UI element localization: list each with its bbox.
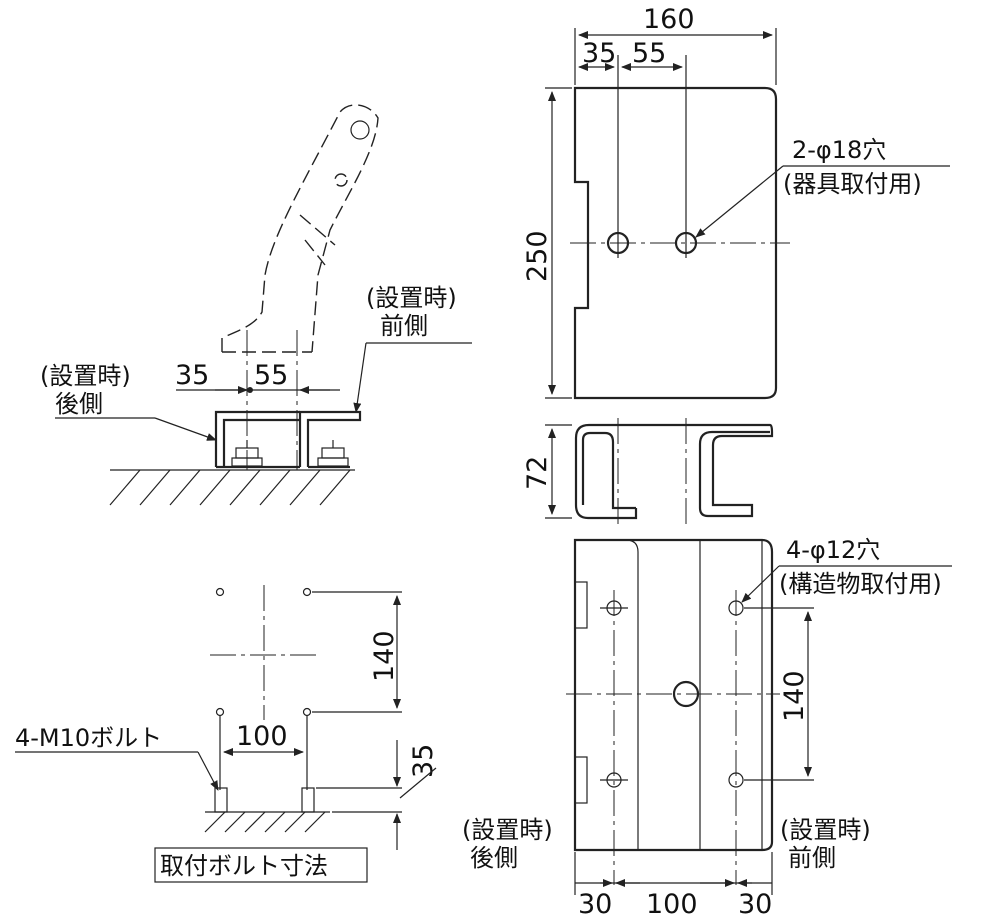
bottom-plate-tab: [574, 756, 588, 804]
top-dim-55: 55: [632, 38, 666, 69]
top-hole-label-2: (器具取付用): [783, 170, 922, 198]
bottom-rear-label-2: 後側: [470, 844, 518, 872]
side-dim-55: 55: [254, 360, 288, 391]
bolt-dim-140: 140: [369, 630, 400, 682]
bottom-hole-label-1: 4-φ12穴: [786, 536, 880, 564]
bottom-dim-100: 100: [646, 889, 698, 920]
profile-view: 72: [522, 418, 774, 525]
bolt-label: 4-M10ボルト: [15, 724, 162, 752]
ground-hatch: [109, 469, 351, 506]
side-rear-label-2: 後側: [55, 390, 103, 418]
bolt-icon: [301, 787, 315, 813]
side-bolt-right: [317, 440, 349, 467]
bottom-plate-outline: [573, 538, 774, 852]
bottom-front-label-1: (設置時): [780, 816, 871, 844]
bottom-dim-30-right: 30: [738, 889, 772, 920]
bolt-dim-100: 100: [236, 721, 288, 752]
bolt-view: 140 100 35 4-M10ボルト 取付ボルト寸法: [15, 585, 439, 883]
bolt-caption: 取付ボルト寸法: [160, 852, 328, 880]
bottom-plate-fold-left: [575, 539, 639, 850]
side-dim-35: 35: [175, 360, 209, 391]
fixture-outline: [221, 104, 379, 353]
dim-dot: [247, 387, 253, 393]
bolt-hole-marks: [215, 587, 312, 717]
side-bracket-left: [214, 410, 300, 467]
bottom-dim-30-left: 30: [578, 889, 612, 920]
profile-dim-72: 72: [522, 456, 553, 490]
bottom-rear-label-1: (設置時): [462, 816, 553, 844]
bolt-icon: [214, 787, 228, 813]
side-rear-label-1: (設置時): [40, 362, 131, 390]
caption-box: [154, 847, 368, 883]
side-front-label-2: 前側: [380, 312, 428, 340]
top-plate-view: 160 35 55 250 2-φ18穴 (器具取付用): [522, 4, 950, 400]
bottom-dim-140: 140: [779, 670, 810, 722]
side-view: 35 55 (設置時) 後側 (設置時) 前側: [40, 104, 472, 506]
top-plate-outline: [573, 86, 778, 400]
side-front-label-1: (設置時): [366, 284, 457, 312]
fixture-hole-icon: [350, 120, 370, 140]
bottom-plate-tab: [574, 581, 588, 629]
bolt-dim-35: 35: [408, 744, 439, 778]
top-dim-160: 160: [643, 4, 695, 35]
bottom-plate-view: 140 4-φ12穴 (構造物取付用) 30 100 30 (設置時) 後側 (…: [462, 536, 952, 920]
side-bracket: [298, 410, 362, 467]
profile-outline: [574, 423, 774, 520]
bolt-ground-hatch: [204, 811, 326, 833]
bottom-front-label-2: 前側: [788, 844, 836, 872]
top-hole-label-1: 2-φ18穴: [792, 136, 886, 164]
top-dim-250: 250: [522, 230, 553, 282]
bottom-hole-label-2: (構造物取付用): [779, 570, 942, 598]
top-dim-35: 35: [582, 38, 616, 69]
